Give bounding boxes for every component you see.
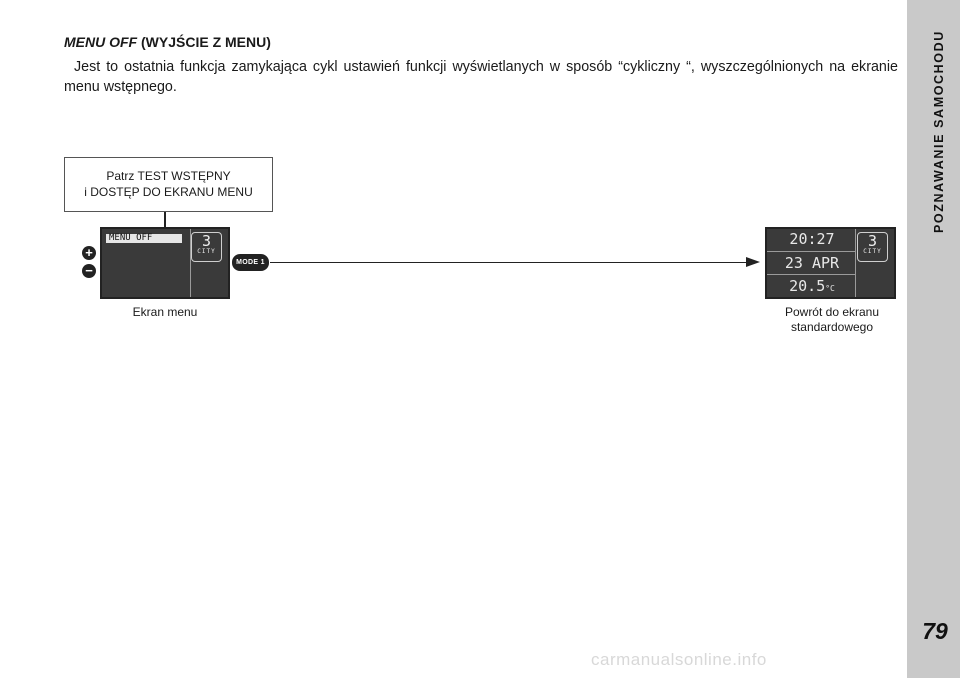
temperature-display: 20.5°C xyxy=(770,277,854,295)
heading-sub: (WYJŚCIE Z MENU) xyxy=(141,34,271,50)
sidebar xyxy=(907,0,960,678)
footer-watermark: carmanualsonline.info xyxy=(591,650,767,669)
lcd-divider xyxy=(855,229,856,297)
mode-button[interactable]: MODE 1 xyxy=(232,254,269,271)
arrow-head-icon xyxy=(746,257,760,267)
standard-gear-number: 3 xyxy=(867,232,878,250)
section-title: POZNAWANIE SAMOCHODU xyxy=(932,30,952,270)
date-display: 23 APR xyxy=(784,254,840,272)
arrow-line xyxy=(270,262,748,264)
reference-line1: Patrz TEST WSTĘPNY xyxy=(106,169,231,183)
standard-caption-line2: standardowego xyxy=(790,320,874,334)
standard-drive-mode: CITY xyxy=(863,248,882,255)
reference-line2: i DOSTĘP DO EKRANU MENU xyxy=(84,185,253,199)
section-title-line2: SAMOCHODU xyxy=(932,30,946,128)
menu-screen-caption: Ekran menu xyxy=(132,305,198,319)
menu-drive-mode: CITY xyxy=(197,248,216,255)
clock-time: 20:27 xyxy=(789,230,835,248)
standard-screen-caption: Powrót do ekranu standardowego xyxy=(752,305,912,335)
standard-screen-display xyxy=(765,227,896,299)
minus-button-icon[interactable]: − xyxy=(82,264,96,278)
body-paragraph: Jest to ostatnia funkcja zamykająca cykl… xyxy=(64,59,898,95)
menu-off-label: MENU OFF xyxy=(106,234,182,243)
standard-caption-line1: Powrót do ekranu xyxy=(784,305,880,319)
reference-box: Patrz TEST WSTĘPNY i DOSTĘP DO EKRANU ME… xyxy=(64,157,273,212)
menu-gear-indicator: 3 CITY xyxy=(191,232,222,262)
temperature-value: 20.5 xyxy=(789,277,826,295)
lcd-divider xyxy=(190,229,191,297)
standard-gear-indicator: 3 CITY xyxy=(857,232,888,262)
page-number: 79 xyxy=(922,618,948,644)
section-title-line1: POZNAWANIE xyxy=(932,132,946,233)
menu-gear-number: 3 xyxy=(201,232,212,250)
connector-line xyxy=(164,212,166,228)
section-heading: MENU OFF (WYJŚCIE Z MENU) xyxy=(64,34,271,50)
temperature-unit: °C xyxy=(825,284,835,293)
heading-main: MENU OFF xyxy=(64,34,138,50)
lcd-row-divider xyxy=(767,251,855,252)
lcd-row-divider xyxy=(767,274,855,275)
plus-button-icon[interactable]: + xyxy=(82,246,96,260)
